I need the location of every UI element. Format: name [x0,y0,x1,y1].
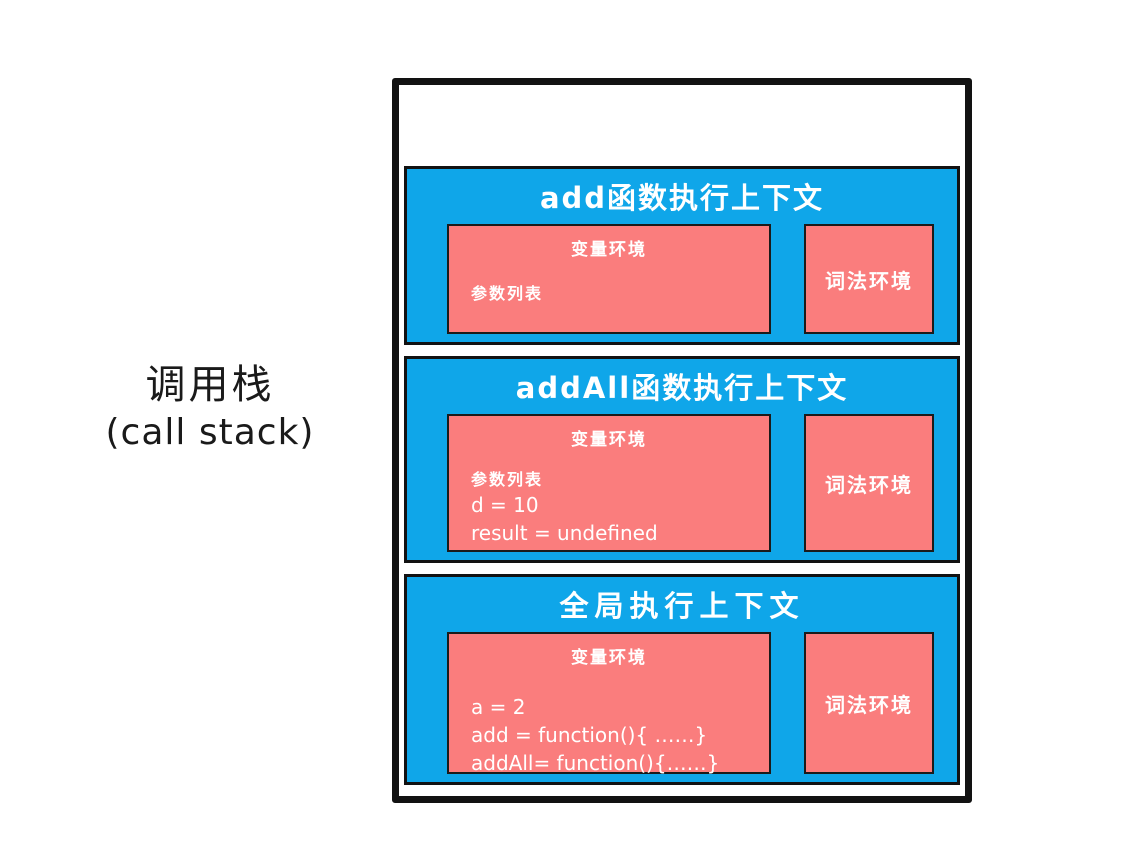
execution-context-add[interactable]: add函数执行上下文 变量环境 参数列表 词法环境 [404,166,960,346]
variable-environment-box[interactable]: 变量环境 参数列表 [447,224,771,335]
variable-environment-title: 变量环境 [571,240,647,261]
variable-environment-title: 变量环境 [571,430,647,451]
lexical-environment-title: 词法环境 [825,692,913,717]
variable-entry: d = 10 [471,493,539,518]
call-stack-label-cn: 调用栈 [145,362,275,408]
execution-context-title: addAll函数执行上下文 [515,371,849,406]
execution-context-list: add函数执行上下文 变量环境 参数列表 词法环境 addAll函数执行上下文 … [399,166,965,791]
variable-environment-title: 变量环境 [571,648,647,669]
call-stack-label-en: (call stack) [105,412,315,453]
execution-context-title: 全局执行上下文 [559,589,805,624]
execution-context-title: add函数执行上下文 [539,181,825,215]
variable-entry: 参数列表 [471,284,544,304]
variable-entry: addAll= function(){……} [471,750,720,775]
variable-environment-box[interactable]: 变量环境 a = 2 add = function(){ ……} addAll=… [447,632,771,775]
variable-entry: 参数列表 [471,470,544,490]
variable-environment-entries: a = 2 add = function(){ ……} addAll= func… [449,668,769,787]
variable-environment-entries: 参数列表 d = 10 result = undefined [449,450,769,557]
lexical-environment-title: 词法环境 [825,472,913,497]
lexical-environment-box[interactable]: 词法环境 [804,224,934,335]
call-stack-empty-space [399,85,965,166]
variable-entry: add = function(){ ……} [471,723,708,748]
execution-context-body: 变量环境 参数列表 d = 10 result = undefined 词法环境 [415,414,949,553]
execution-context-global[interactable]: 全局执行上下文 变量环境 a = 2 add = function(){ ……}… [404,574,960,786]
lexical-environment-title: 词法环境 [825,268,913,293]
call-stack-container: add函数执行上下文 变量环境 参数列表 词法环境 addAll函数执行上下文 … [392,78,972,803]
variable-environment-entries: 参数列表 [449,260,769,316]
execution-context-body: 变量环境 a = 2 add = function(){ ……} addAll=… [415,632,949,775]
variable-entry: a = 2 [471,695,526,720]
variable-entry: result = undefined [471,520,658,545]
execution-context-body: 变量环境 参数列表 词法环境 [415,224,949,335]
variable-environment-box[interactable]: 变量环境 参数列表 d = 10 result = undefined [447,414,771,553]
lexical-environment-box[interactable]: 词法环境 [804,414,934,553]
call-stack-label: 调用栈 (call stack) [60,360,360,457]
execution-context-addall[interactable]: addAll函数执行上下文 变量环境 参数列表 d = 10 result = … [404,356,960,564]
lexical-environment-box[interactable]: 词法环境 [804,632,934,775]
